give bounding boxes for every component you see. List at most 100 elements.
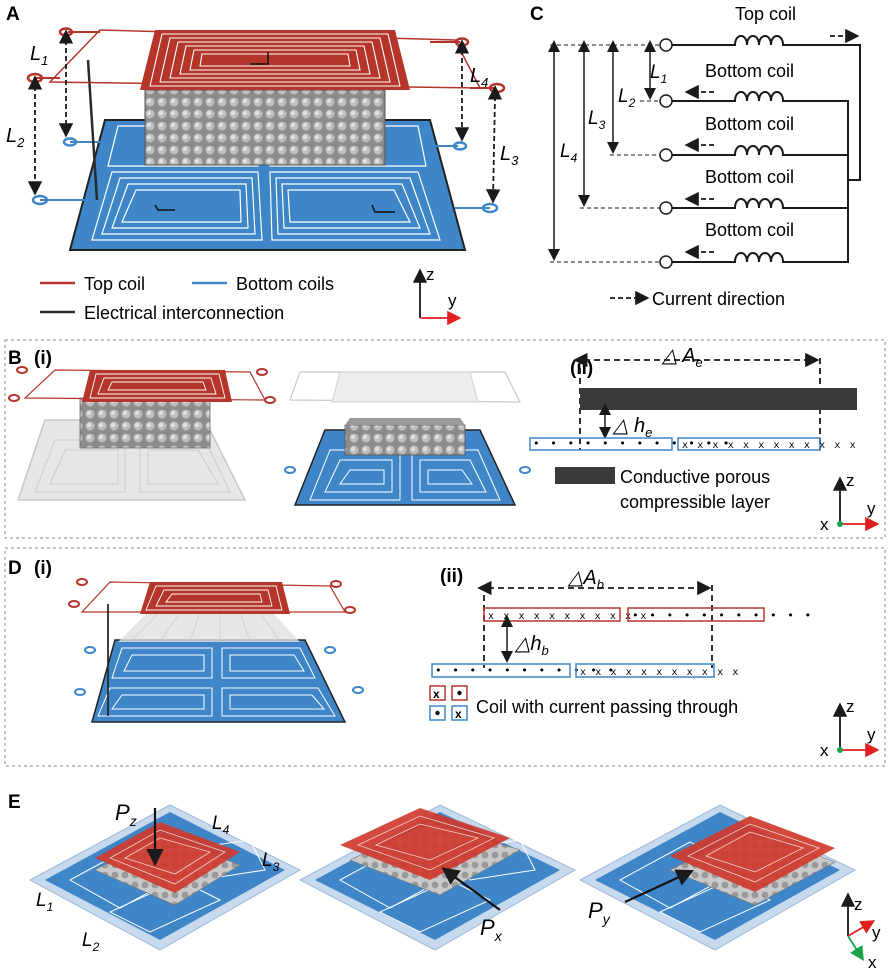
- e-device-2: Px: [298, 804, 577, 951]
- dim-l2: L: [6, 125, 17, 147]
- b-axis-y: y: [867, 499, 876, 518]
- svg-text:L1: L1: [36, 890, 53, 914]
- dim-l1: L: [30, 43, 41, 65]
- c-dim-l3: L: [588, 108, 599, 129]
- b-bottom-coil-crosses: [677, 437, 821, 451]
- b-layer-legend-line2: compressible layer: [620, 492, 770, 512]
- svg-text:L1: L1: [650, 62, 667, 86]
- panel-e: E Pz L4 L3 L1 L2: [8, 792, 881, 972]
- c-dim-l4: L: [560, 141, 571, 162]
- panel-d-sub-ii: (ii): [440, 566, 463, 587]
- e-axis-x: x: [868, 953, 877, 972]
- e-py-label: P: [588, 898, 603, 923]
- b-device-1: [8, 366, 276, 501]
- d-axis-x: x: [820, 741, 829, 760]
- e-px-arrow: [441, 867, 501, 911]
- svg-text:L2: L2: [82, 930, 100, 954]
- svg-text:x: x: [455, 707, 462, 721]
- interconnection-wire: [86, 59, 99, 201]
- dim-l3: L: [500, 143, 511, 165]
- panel-b-sub-ii: (ii): [570, 358, 593, 379]
- b-axis-z: z: [846, 471, 855, 490]
- b-porous-layer-bar: [580, 388, 857, 410]
- c-dim-l2: L: [618, 86, 629, 107]
- svg-text:L4: L4: [560, 141, 578, 165]
- svg-text:L1: L1: [30, 43, 48, 68]
- legend-bottom-coils: Bottom coils: [236, 274, 334, 294]
- panel-b-sub-i: (i): [34, 348, 52, 369]
- b-axis-x: x: [820, 515, 829, 534]
- e-dim-l2: L: [82, 930, 93, 951]
- d-axis-y: y: [867, 725, 876, 744]
- legend-top-coil: Top coil: [84, 274, 145, 294]
- svg-text:L4: L4: [470, 65, 488, 90]
- panel-a: A: [6, 4, 519, 326]
- dim-l4: L: [470, 65, 481, 87]
- top-coil-spiral: [140, 30, 410, 90]
- panel-label-c: C: [530, 4, 544, 25]
- c-top-coil-label: Top coil: [735, 4, 796, 24]
- e-py-arrow: [624, 869, 694, 903]
- e-dim-l4: L: [212, 813, 223, 834]
- porous-layer-block: [144, 89, 386, 166]
- svg-text:△ he: △ he: [612, 415, 652, 440]
- b-device-2: [284, 371, 531, 506]
- svg-text:L3: L3: [500, 143, 519, 168]
- d-axis-z: z: [846, 697, 855, 716]
- e-pz-label: P: [115, 800, 130, 825]
- e-device-1: Pz L4 L3 L1 L2: [28, 800, 302, 954]
- panel-c: C: [530, 4, 861, 309]
- b-delta-h: △ h: [612, 415, 645, 437]
- coil-circuit: [659, 35, 861, 269]
- d-device: [68, 578, 364, 723]
- c-dim-l1: L: [650, 62, 661, 83]
- panel-label-d: D: [8, 558, 22, 579]
- axis-y-label: y: [448, 291, 457, 310]
- c-bottom-coil-label-4: Bottom coil: [705, 220, 794, 240]
- b-bottom-coil-dots: [529, 437, 673, 451]
- svg-text:x: x: [433, 687, 440, 701]
- svg-text:△ Ae: △ Ae: [661, 345, 703, 370]
- panel-label-b: B: [8, 348, 22, 369]
- e-axis-z: z: [854, 895, 863, 914]
- svg-text:△hb: △hb: [514, 633, 549, 658]
- svg-text:L2: L2: [618, 86, 636, 110]
- svg-text:L3: L3: [262, 850, 280, 874]
- svg-text:x x x x x x x x x x x: x x x x x x x x x x x: [580, 667, 740, 678]
- e-dim-l3: L: [262, 850, 273, 871]
- e-dim-l1: L: [36, 890, 47, 911]
- b-layer-legend-swatch: [555, 467, 615, 484]
- panel-d-frame: [4, 547, 886, 767]
- panel-label-e: E: [8, 792, 21, 813]
- d-delta-a: △A: [567, 567, 597, 589]
- d-top-coil-dots: [627, 607, 765, 622]
- svg-text:Px: Px: [480, 915, 503, 944]
- svg-text:• • • • • • • • • • •: • • • • • • • • • • •: [632, 609, 813, 622]
- d-legend-text: Coil with current passing through: [476, 697, 738, 717]
- panel-b: B (i): [4, 339, 886, 539]
- svg-text:x x x x x x x x x x x: x x x x x x x x x x x: [488, 611, 648, 622]
- panel-b-frame: [4, 339, 886, 539]
- svg-text:Py: Py: [588, 898, 611, 927]
- e-device-3: Py: [578, 804, 857, 951]
- d-bottom-coil-dots: [431, 663, 571, 678]
- svg-text:L3: L3: [588, 108, 606, 132]
- panel-d: D (i): [4, 547, 886, 767]
- b-layer-legend-line1: Conductive porous: [620, 467, 770, 487]
- panel-d-sub-i: (i): [34, 558, 52, 579]
- d-symbol-legend: x x: [429, 685, 468, 721]
- d-bottom-coil-crosses: [575, 663, 715, 678]
- axis-z-label: z: [426, 265, 435, 284]
- c-bottom-coil-label-1: Bottom coil: [705, 61, 794, 81]
- c-bottom-coil-label-2: Bottom coil: [705, 114, 794, 134]
- d-top-coil-crosses: [483, 607, 621, 622]
- svg-text:△Ab: △Ab: [567, 567, 604, 592]
- c-current-direction-label: Current direction: [652, 289, 785, 309]
- svg-text:• • • • • • • • • • • •: • • • • • • • • • • • •: [533, 437, 731, 450]
- svg-text:• • • • • • • • • • •: • • • • • • • • • • •: [435, 664, 616, 677]
- e-axis-y: y: [872, 923, 881, 942]
- d-delta-h: △h: [514, 633, 542, 655]
- panel-label-a: A: [6, 4, 20, 25]
- e-px-label: P: [480, 915, 495, 940]
